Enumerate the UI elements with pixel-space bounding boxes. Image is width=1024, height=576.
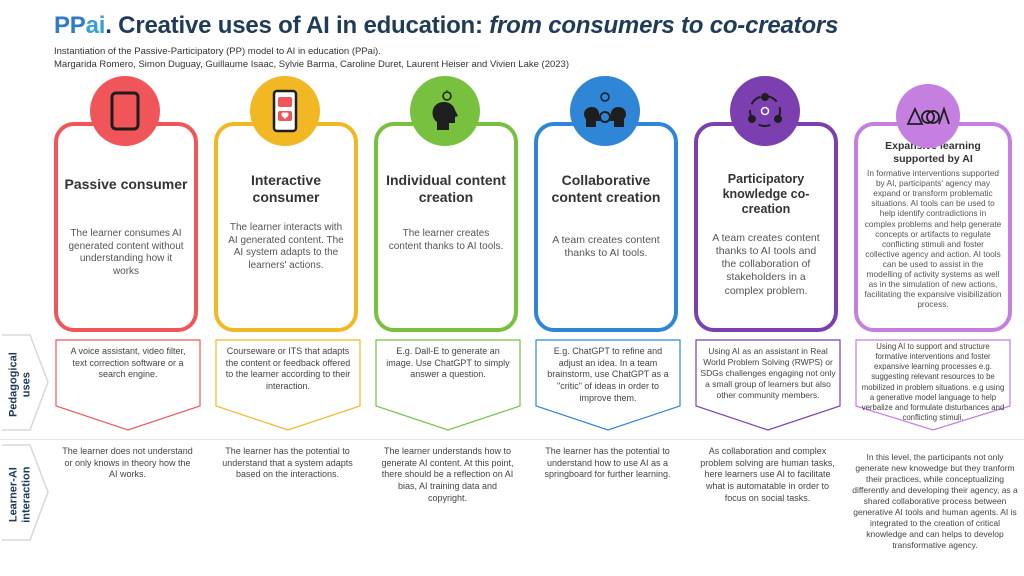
team-idea-icon — [570, 76, 640, 146]
level-card-participatory-knowledge: Participatory knowledge co-creation A te… — [694, 122, 838, 332]
level-description: A team creates content thanks to AI tool… — [712, 232, 820, 297]
triangle-circles-icon — [896, 84, 960, 148]
level-title: Participatory knowledge co-creation — [722, 172, 810, 216]
pedagogical-use-text: Courseware or ITS that adapts the conten… — [225, 346, 351, 392]
brand-pp: PP — [54, 12, 86, 39]
row-separator — [0, 439, 1024, 440]
pedagogical-use-text: E.g. ChatGPT to refine and adjust an ide… — [547, 346, 669, 403]
level-description: A team creates content thanks to AI tool… — [552, 234, 660, 260]
learner-ai-text: As collaboration and complex problem sol… — [700, 446, 835, 503]
title-italic: from consumers to co-creators — [489, 12, 839, 39]
level-card-passive-consumer: Passive consumer The learner consumes AI… — [54, 122, 198, 332]
level-title: Passive consumer — [64, 176, 188, 192]
learner-ai-text: The learner has the potential to underst… — [222, 446, 353, 480]
page-title: PPai. Creative uses of AI in education: … — [54, 12, 838, 40]
pedagogical-use-text: A voice assistant, video filter, text co… — [70, 346, 186, 380]
tablet-icon — [90, 76, 160, 146]
pedagogical-chevron — [2, 334, 49, 431]
brand-ai: ai — [85, 12, 106, 39]
level-description: The learner interacts with AI generated … — [228, 222, 344, 271]
learner-ai-chevron — [2, 444, 49, 541]
level-card-individual-content: Individual content creation The learner … — [374, 122, 518, 332]
learner-ai-text: The learner does not understand or only … — [62, 446, 193, 480]
pedagogical-use-text: E.g. Dall-E to generate an image. Use Ch… — [386, 346, 510, 380]
subtitle: Instantiation of the Passive-Participato… — [54, 46, 381, 57]
level-card-interactive-consumer: Interactive consumer The learner interac… — [214, 122, 358, 332]
phone-like-icon — [250, 76, 320, 146]
level-title: Collaborative content creation — [551, 172, 661, 205]
level-card-expansive-learning: Expansive learning supported by AI In fo… — [854, 122, 1012, 332]
authors: Margarida Romero, Simon Duguay, Guillaum… — [54, 59, 570, 70]
level-title: Interactive consumer — [250, 172, 322, 205]
pedagogical-use-text: Using AI as an assistant in Real World P… — [700, 346, 836, 401]
title-main: . Creative uses of AI in education: — [105, 12, 490, 39]
pedagogical-use-text: Using AI to support and structure format… — [861, 342, 1005, 422]
level-card-collaborative-content: Collaborative content creation A team cr… — [534, 122, 678, 332]
level-description: The learner consumes AI generated conten… — [68, 228, 184, 277]
head-idea-icon — [410, 76, 480, 146]
level-title: Individual content creation — [386, 172, 506, 205]
learner-ai-text: The learner understands how to generate … — [381, 446, 514, 503]
learner-ai-text: The learner has the potential to underst… — [544, 446, 671, 480]
pedagogical-shields — [55, 339, 1011, 431]
level-description: In formative interventions supported by … — [864, 168, 1002, 310]
learner-ai-text: In this level, the participants not only… — [852, 452, 1018, 551]
level-description: The learner creates content thanks to AI… — [388, 228, 504, 252]
cycle-icon — [730, 76, 800, 146]
